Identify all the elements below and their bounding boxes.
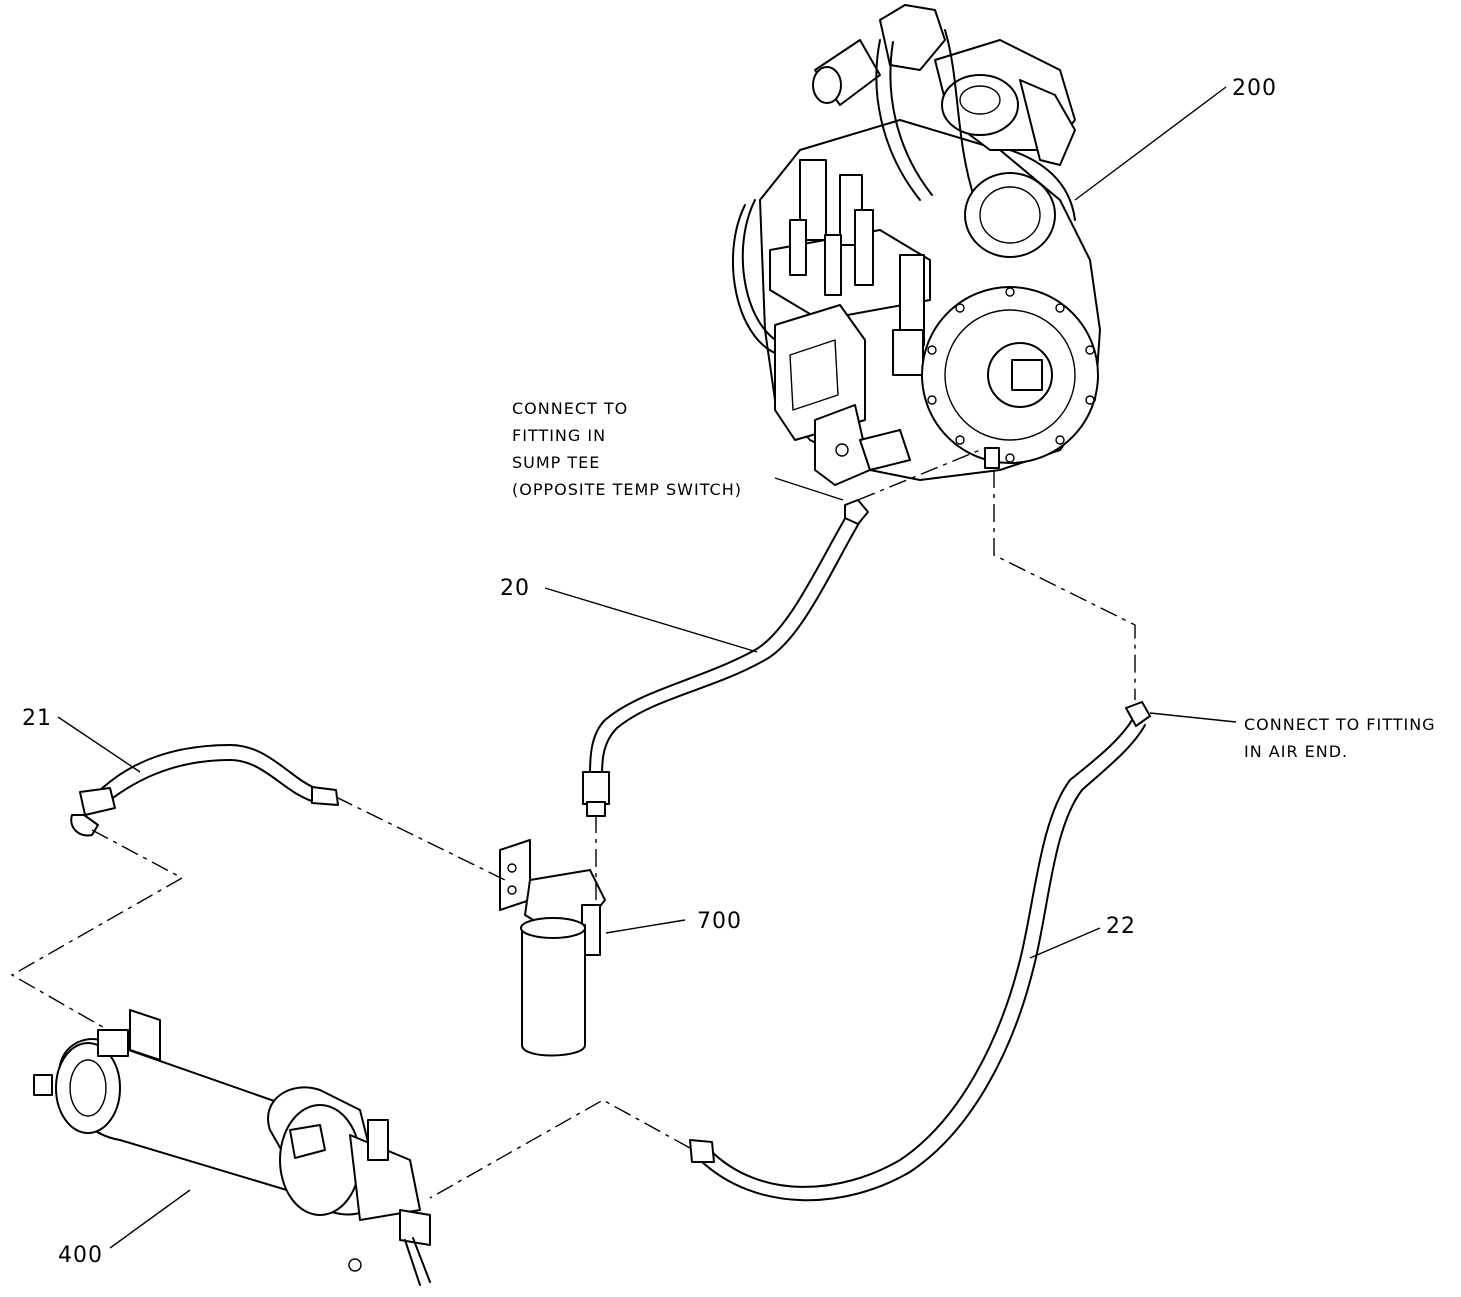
callout-700: 700 — [697, 909, 742, 934]
note-sump-tee-line-1: CONNECT TO — [512, 399, 628, 418]
note-sump-tee-line-4: (OPPOSITE TEMP SWITCH) — [512, 480, 742, 499]
note-air-end-line-1: CONNECT TO FITTING — [1244, 715, 1436, 734]
callout-22: 22 — [1106, 914, 1136, 939]
note-air-end: CONNECT TO FITTING IN AIR END. — [1244, 715, 1436, 761]
oil-cooler-400 — [33, 1009, 431, 1286]
hose-21 — [70, 744, 339, 837]
callout-20: 20 — [500, 576, 530, 601]
hose-22 — [689, 701, 1151, 1202]
compressor-assembly — [732, 4, 1101, 486]
note-air-end-line-2: IN AIR END. — [1244, 742, 1348, 761]
callout-21: 21 — [22, 706, 52, 731]
note-sump-tee-line-2: FITTING IN — [512, 426, 606, 445]
note-sump-tee-line-3: SUMP TEE — [512, 453, 600, 472]
callout-400: 400 — [58, 1243, 103, 1268]
callout-200: 200 — [1232, 76, 1277, 101]
hose-20 — [582, 499, 869, 817]
filter-assembly-700 — [499, 839, 606, 1057]
note-sump-tee: CONNECT TO FITTING IN SUMP TEE (OPPOSITE… — [512, 399, 742, 499]
connection-lines — [10, 447, 1136, 1199]
leader-lines — [57, 86, 1237, 1249]
